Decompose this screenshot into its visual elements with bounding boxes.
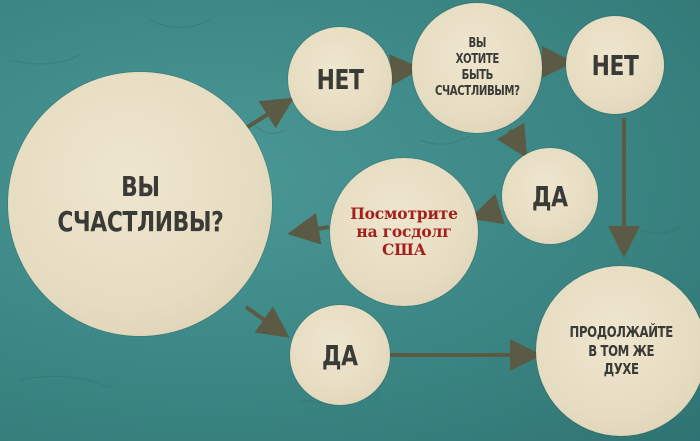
- node-no-2: НЕТ: [566, 16, 664, 114]
- node-debt-label: Посмотрите на госдолг США: [350, 204, 458, 259]
- node-keep-going: ПРОДОЛЖАЙТЕ В ТОМ ЖЕ ДУХЕ: [536, 266, 700, 436]
- node-keep-going-label: ПРОДОЛЖАЙТЕ В ТОМ ЖЕ ДУХЕ: [569, 322, 673, 379]
- node-no-1-label: НЕТ: [316, 62, 364, 96]
- arrow-no-to-want: [389, 54, 422, 87]
- arrow-want-to-yes: [496, 122, 528, 159]
- node-yes-1: ДА: [502, 148, 598, 244]
- arrow-debt-to-happy: [287, 212, 330, 245]
- node-yes-2-label: ДА: [322, 338, 358, 372]
- node-debt: Посмотрите на госдолг США: [330, 158, 478, 306]
- node-are-you-happy: ВЫ СЧАСТЛИВЫ?: [8, 72, 272, 336]
- node-no-2-label: НЕТ: [591, 48, 639, 82]
- node-yes-2: ДА: [290, 305, 390, 405]
- arrow-happy-to-no: [244, 97, 295, 130]
- arrow-yes-to-debt: [469, 193, 505, 225]
- node-are-you-happy-label: ВЫ СЧАСТЛИВЫ?: [57, 170, 223, 238]
- node-no-1: НЕТ: [288, 27, 392, 131]
- node-want-happy: ВЫ ХОТИТЕ БЫТЬ СЧАСТЛИВЫМ?: [412, 3, 542, 133]
- arrow-happy-to-yes: [244, 305, 290, 338]
- node-yes-1-label: ДА: [532, 179, 568, 213]
- node-want-happy-label: ВЫ ХОТИТЕ БЫТЬ СЧАСТЛИВЫМ?: [434, 35, 520, 100]
